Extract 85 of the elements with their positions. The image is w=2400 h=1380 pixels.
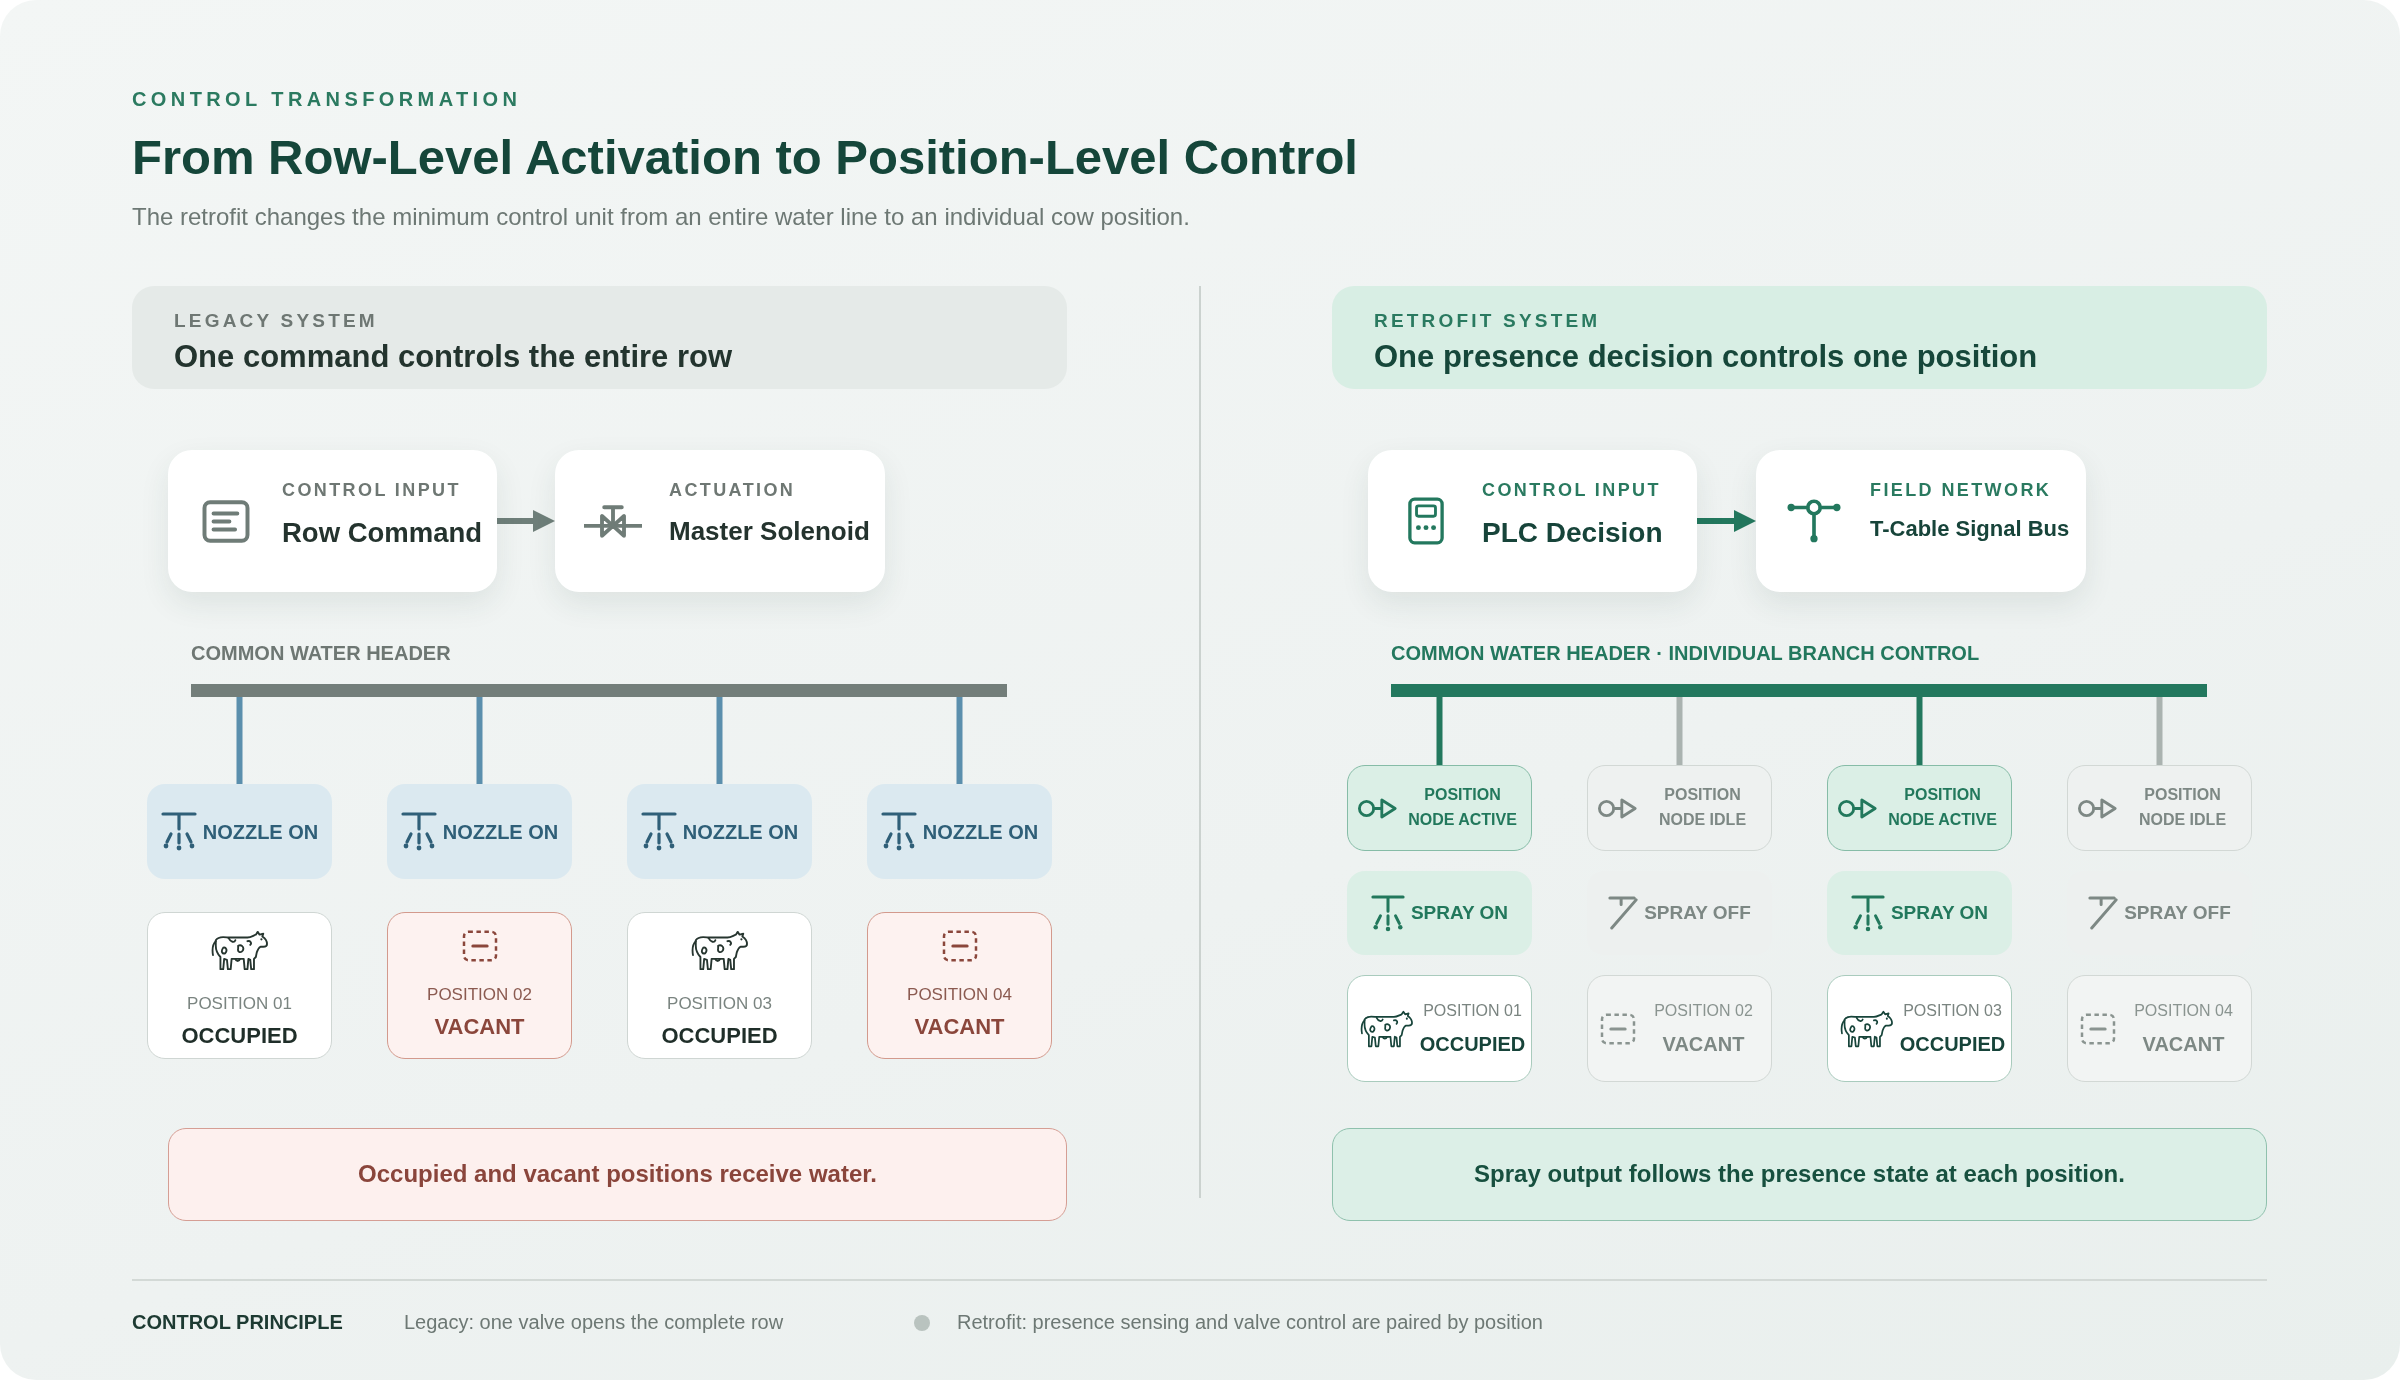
- section-kicker: LEGACY SYSTEM: [174, 310, 378, 333]
- branch-line: [2156, 697, 2163, 765]
- node-status-tile: [1827, 765, 2012, 851]
- occupancy-status: OCCUPIED: [661, 1023, 778, 1050]
- section-heading: One command controls the entire row: [174, 338, 733, 376]
- position-number: POSITION 02: [427, 985, 532, 1006]
- branch-line: [1436, 697, 1443, 765]
- position-card: [1587, 975, 1772, 1082]
- page-kicker: CONTROL TRANSFORMATION: [132, 87, 522, 111]
- note-panel: [168, 1128, 1067, 1221]
- occupancy-status: OCCUPIED: [1899, 1032, 2006, 1057]
- box-kicker: ACTUATION: [669, 480, 796, 502]
- section-heading: One presence decision controls one position: [1374, 338, 2038, 376]
- principle-heading: CONTROL PRINCIPLE: [132, 1310, 343, 1334]
- nozzle-status-tile: [147, 784, 332, 879]
- status-text: NOZZLE ON: [442, 819, 559, 844]
- pipe-label: COMMON WATER HEADER · INDIVIDUAL BRANCH CONTROL: [1391, 641, 1980, 665]
- principle-note: Legacy: one valve opens the complete row: [404, 1310, 784, 1334]
- position-number: POSITION 04: [907, 985, 1012, 1006]
- status-text: SPRAY ON: [1410, 901, 1509, 925]
- arrow: [1697, 510, 1756, 532]
- position-number: POSITION 01: [1423, 1000, 1522, 1021]
- box-title: T-Cable Signal Bus: [1870, 516, 2070, 543]
- node-status-tile: [1587, 765, 1772, 851]
- note-panel: [1332, 1128, 2267, 1221]
- position-card: [627, 912, 812, 1059]
- box-title: PLC Decision: [1482, 516, 1663, 550]
- occupancy-status: OCCUPIED: [1419, 1032, 1526, 1057]
- occupancy-status: VACANT: [914, 1014, 1005, 1041]
- box-title: Row Command: [282, 516, 483, 549]
- note-text: Spray output follows the presence state at each position.: [1474, 1160, 2125, 1189]
- section-header-panel: [1332, 286, 2267, 389]
- branch-line: [956, 697, 963, 784]
- position-card: [2067, 975, 2252, 1082]
- position-card: [867, 912, 1052, 1059]
- position-number: POSITION 03: [1903, 1000, 2002, 1021]
- process-box: [1368, 450, 1697, 592]
- nozzle-status-tile: [627, 784, 812, 879]
- spray-status-tile: [1827, 871, 2012, 955]
- status-text: SPRAY OFF: [2124, 901, 2231, 925]
- box-kicker: CONTROL INPUT: [282, 480, 461, 502]
- principle-note: Retrofit: presence sensing and valve control are paired by position: [957, 1310, 1543, 1334]
- box-kicker: CONTROL INPUT: [1482, 480, 1661, 502]
- status-text: POSITION NODE ACTIVE: [1407, 785, 1518, 830]
- process-box: [168, 450, 497, 592]
- branch-line: [716, 697, 723, 784]
- position-card: [147, 912, 332, 1059]
- position-card: [1347, 975, 1532, 1082]
- node-status-tile: [2067, 765, 2252, 851]
- note-text: Occupied and vacant positions receive water.: [358, 1160, 877, 1189]
- position-number: POSITION 04: [2134, 1000, 2233, 1021]
- pipe-label: COMMON WATER HEADER: [191, 641, 451, 665]
- nozzle-status-tile: [387, 784, 572, 879]
- status-text: POSITION NODE ACTIVE: [1887, 785, 1998, 830]
- position-card: [1827, 975, 2012, 1082]
- occupancy-status: VACANT: [1662, 1032, 1745, 1057]
- process-box: [555, 450, 885, 592]
- occupancy-status: VACANT: [434, 1014, 525, 1041]
- status-text: SPRAY OFF: [1644, 901, 1751, 925]
- box-title: Master Solenoid: [669, 516, 870, 548]
- process-box: [1756, 450, 2086, 592]
- position-number: POSITION 03: [667, 994, 772, 1015]
- box-kicker: FIELD NETWORK: [1870, 480, 2052, 502]
- arrow: [497, 510, 555, 532]
- spray-status-tile: [1347, 871, 1532, 955]
- branch-line: [1916, 697, 1923, 765]
- page-subtitle: The retrofit changes the minimum control unit from an entire water line to an individual cow position.: [132, 203, 1190, 232]
- branch-line: [236, 697, 243, 784]
- status-text: NOZZLE ON: [922, 819, 1039, 844]
- status-text: NOZZLE ON: [202, 819, 319, 844]
- position-card: [387, 912, 572, 1059]
- section-kicker: RETROFIT SYSTEM: [1374, 310, 1601, 333]
- branch-line: [1676, 697, 1683, 765]
- page-title: From Row-Level Activation to Position-Level Control: [132, 129, 1358, 186]
- occupancy-status: OCCUPIED: [181, 1023, 298, 1050]
- status-text: POSITION NODE IDLE: [2137, 785, 2228, 830]
- node-status-tile: [1347, 765, 1532, 851]
- status-text: SPRAY ON: [1890, 901, 1989, 925]
- nozzle-status-tile: [867, 784, 1052, 879]
- branch-line: [476, 697, 483, 784]
- position-number: POSITION 02: [1654, 1000, 1753, 1021]
- status-text: NOZZLE ON: [682, 819, 799, 844]
- status-text: POSITION NODE IDLE: [1657, 785, 1748, 830]
- occupancy-status: VACANT: [2142, 1032, 2225, 1057]
- position-number: POSITION 01: [187, 994, 292, 1015]
